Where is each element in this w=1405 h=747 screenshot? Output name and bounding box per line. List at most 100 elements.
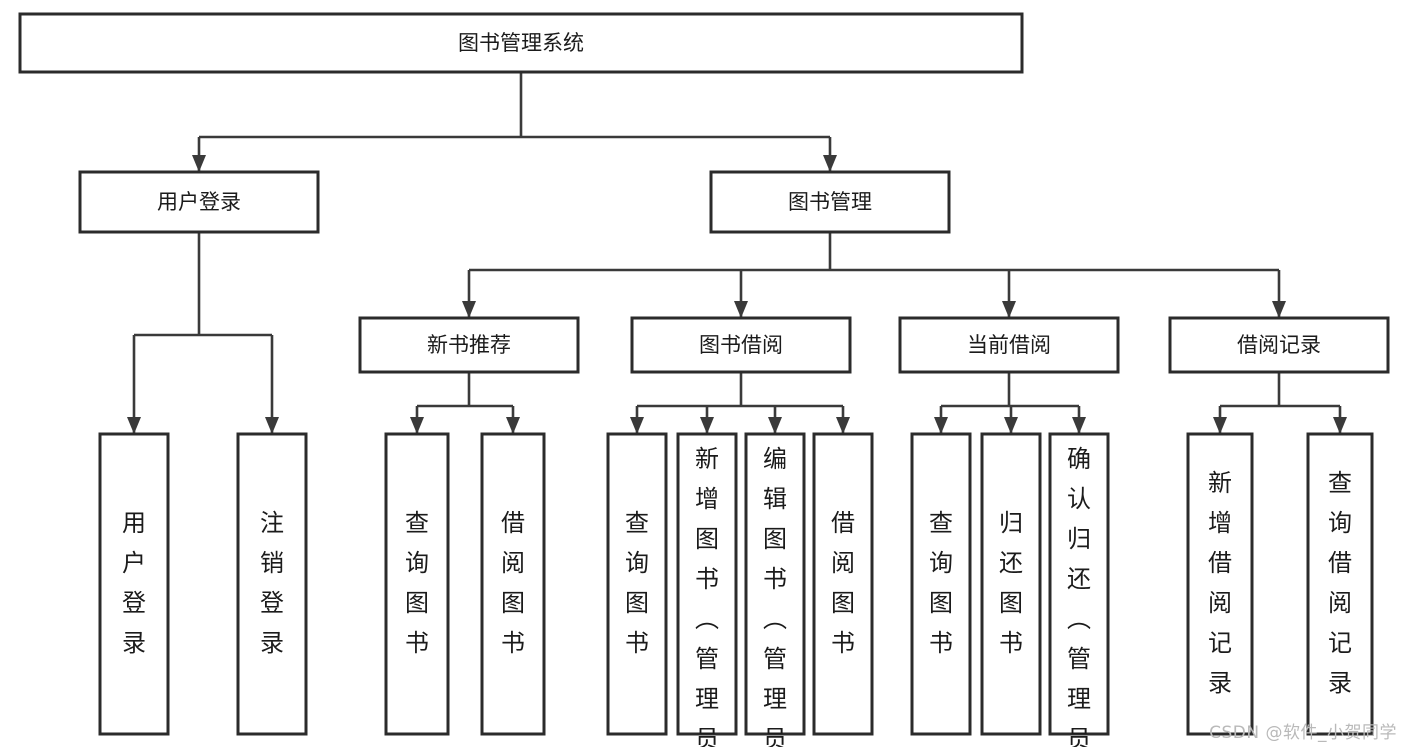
arrow-head-icon	[462, 301, 476, 318]
leaf-node-8-char: 询	[929, 549, 953, 577]
leaf-node-2-char: 询	[405, 549, 429, 577]
arrow-head-icon	[1004, 417, 1018, 434]
node-layer: 图书管理系统用户登录图书管理新书推荐图书借阅当前借阅借阅记录用户登录注销登录查询…	[18, 12, 1390, 747]
arrow-head-icon	[700, 417, 714, 434]
leaf-node-9-char: 还	[999, 549, 1023, 577]
leaf-node-0-label: 用户登录	[122, 509, 146, 657]
level2-node-2-box	[898, 316, 1120, 374]
leaf-node-6-char: 书	[763, 565, 787, 593]
leaf-node-5-box	[676, 432, 738, 736]
leaf-node-10-char: 管	[1067, 645, 1091, 673]
root-node-label: 图书管理系统	[458, 31, 584, 55]
leaf-node-4-char: 查	[625, 509, 649, 537]
leaf-node-1-char: 注	[260, 509, 284, 537]
root-node-box	[18, 12, 1024, 74]
arrow-head-icon	[410, 417, 424, 434]
leaf-node-1-box	[236, 432, 308, 736]
level2-node-3[interactable]: 借阅记录	[1168, 316, 1390, 374]
leaf-node-6-char: 辑	[763, 485, 787, 513]
level2-node-0-label: 新书推荐	[427, 333, 511, 357]
leaf-node-2-char: 查	[405, 509, 429, 537]
arrow-head-icon	[836, 417, 850, 434]
level2-node-0[interactable]: 新书推荐	[358, 316, 580, 374]
leaf-node-3-char: 借	[501, 509, 525, 537]
leaf-node-12-char: 查	[1328, 469, 1352, 497]
leaf-node-7-char: 书	[831, 629, 855, 657]
leaf-node-10-char: ︵	[1067, 605, 1091, 633]
leaf-node-10-char: 归	[1067, 525, 1091, 553]
leaf-node-9-char: 书	[999, 629, 1023, 657]
arrow-head-icon	[630, 417, 644, 434]
leaf-node-1-char: 销	[260, 549, 284, 577]
leaf-node-0-char: 户	[122, 549, 146, 577]
root-node[interactable]: 图书管理系统	[18, 12, 1024, 74]
leaf-node-11-char: 借	[1208, 549, 1232, 577]
arrow-head-icon	[734, 301, 748, 318]
leaf-node-7-char: 阅	[831, 549, 855, 577]
level1-node-1-box	[709, 170, 951, 234]
leaf-node-5-char: 图	[695, 525, 719, 553]
arrow-head-icon	[506, 417, 520, 434]
leaf-node-1-char: 录	[260, 629, 284, 657]
leaf-node-0-box	[98, 432, 170, 736]
leaf-node-0-char: 用	[122, 509, 146, 537]
arrow-head-icon	[823, 155, 837, 172]
arrow-head-icon	[265, 417, 279, 434]
leaf-node-4-box	[606, 432, 668, 736]
level1-node-0[interactable]: 用户登录	[78, 170, 320, 234]
level2-node-1-label: 图书借阅	[699, 333, 783, 357]
leaf-node-8-char: 图	[929, 589, 953, 617]
leaf-node-2-box	[384, 432, 450, 736]
leaf-node-12-char: 借	[1328, 549, 1352, 577]
leaf-node-5-char: ︵	[695, 605, 719, 633]
watermark-label: CSDN @软件_小贺同学	[1209, 723, 1397, 743]
leaf-node-6-char: 理	[763, 685, 787, 713]
leaf-node-4-char: 询	[625, 549, 649, 577]
leaf-node-10-char: 还	[1067, 565, 1091, 593]
arrow-head-icon	[1333, 417, 1347, 434]
leaf-node-8-char: 查	[929, 509, 953, 537]
leaf-node-7-box	[812, 432, 874, 736]
level1-node-1[interactable]: 图书管理	[709, 170, 951, 234]
leaf-node-4-char: 书	[625, 629, 649, 657]
leaf-node-5-char: 管	[695, 645, 719, 673]
leaf-node-10-char: 理	[1067, 685, 1091, 713]
leaf-node-0-char: 录	[122, 629, 146, 657]
leaf-node-5-char: 增	[695, 485, 719, 513]
leaf-node-0[interactable]: 用户登录	[98, 432, 170, 736]
leaf-node-4-char: 图	[625, 589, 649, 617]
level2-node-2[interactable]: 当前借阅	[898, 316, 1120, 374]
leaf-node-5-char: 理	[695, 685, 719, 713]
arrow-head-icon	[768, 417, 782, 434]
leaf-node-11-char: 新	[1208, 469, 1232, 497]
level2-node-3-box	[1168, 316, 1390, 374]
level2-node-2-label: 当前借阅	[967, 333, 1051, 357]
level2-node-1[interactable]: 图书借阅	[630, 316, 852, 374]
leaf-node-6-box	[744, 432, 806, 736]
leaf-node-6-char: 管	[763, 645, 787, 673]
arrow-head-icon	[1072, 417, 1086, 434]
